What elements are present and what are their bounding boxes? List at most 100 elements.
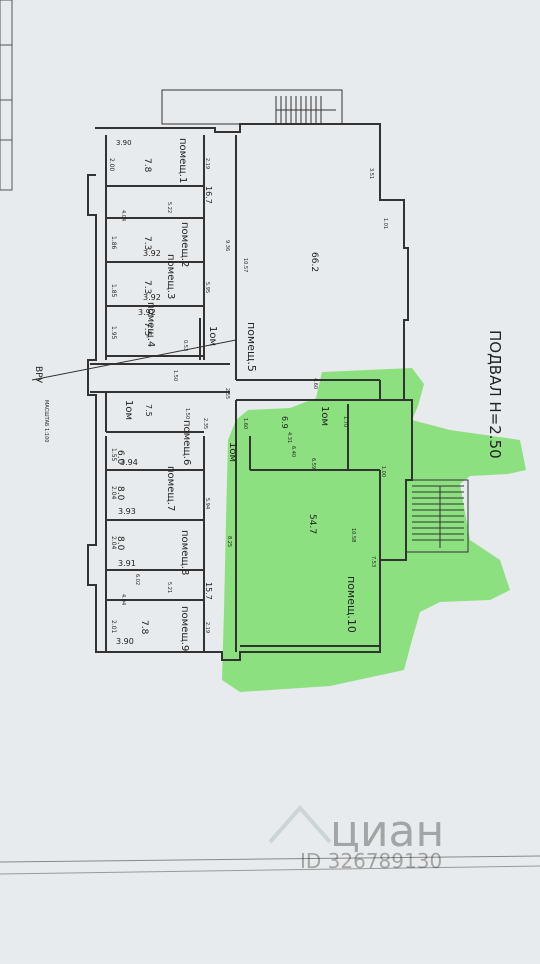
svg-text:3.90: 3.90 <box>116 637 134 646</box>
svg-text:7.5: 7.5 <box>142 322 152 336</box>
svg-text:3.92: 3.92 <box>138 308 156 317</box>
cian-logo-icon <box>268 804 332 844</box>
frame-marks <box>0 0 540 875</box>
svg-text:2.04: 2.04 <box>110 486 117 500</box>
svg-text:2.00: 2.00 <box>108 158 115 172</box>
svg-text:помещ.9: помещ.9 <box>179 606 190 651</box>
svg-text:2.04: 2.04 <box>110 536 117 550</box>
svg-text:циан: циан <box>330 806 444 857</box>
svg-text:1ом: 1ом <box>319 406 330 426</box>
vru-leader <box>31 339 237 381</box>
stairs-top-icon <box>161 89 343 125</box>
room-7: помещ.7 8.0 3.93 2.04 <box>110 466 176 516</box>
svg-text:1.86: 1.86 <box>110 236 117 250</box>
svg-text:помещ.4: помещ.4 <box>145 302 156 347</box>
svg-text:8.0: 8.0 <box>115 536 125 551</box>
svg-text:3.51: 3.51 <box>368 168 374 179</box>
plan-title: ПОДВАЛ Н=2.50 <box>486 330 504 459</box>
svg-text:7.8: 7.8 <box>139 620 149 635</box>
svg-text:помещ.6: помещ.6 <box>181 420 192 465</box>
svg-text:0.53: 0.53 <box>182 340 188 351</box>
svg-text:6.0: 6.0 <box>115 450 125 465</box>
svg-text:5.95: 5.95 <box>204 282 210 293</box>
room-9: помещ.9 7.8 3.90 2.01 <box>110 606 190 651</box>
svg-text:8.0: 8.0 <box>115 486 125 501</box>
svg-text:помещ.8: помещ.8 <box>179 530 190 575</box>
svg-text:4.60: 4.60 <box>312 378 318 389</box>
svg-text:4.31: 4.31 <box>286 432 292 443</box>
svg-text:2.19: 2.19 <box>204 622 210 633</box>
svg-text:помещ.1: помещ.1 <box>177 138 188 183</box>
svg-text:3.92: 3.92 <box>143 293 161 302</box>
room-10: помещ.10 54.7 <box>307 514 358 633</box>
stairs-right-icon <box>405 479 469 553</box>
svg-text:2.01: 2.01 <box>110 620 117 634</box>
svg-text:5.22: 5.22 <box>166 202 172 213</box>
walls <box>87 123 413 661</box>
svg-text:4.04: 4.04 <box>120 210 126 221</box>
cian-watermark: циан ID 326789130 <box>268 804 444 873</box>
svg-text:5.21: 5.21 <box>166 582 172 593</box>
svg-text:1.60: 1.60 <box>242 418 248 429</box>
svg-text:3.93: 3.93 <box>118 507 136 516</box>
room-8: помещ.8 8.0 3.91 2.04 <box>110 530 190 575</box>
svg-text:1.50: 1.50 <box>172 370 178 381</box>
svg-text:6.02: 6.02 <box>134 574 140 585</box>
svg-text:8.25: 8.25 <box>226 536 232 547</box>
svg-text:6.9: 6.9 <box>280 416 289 429</box>
svg-text:7.8: 7.8 <box>142 158 152 173</box>
svg-text:3.91: 3.91 <box>118 559 136 568</box>
svg-text:1ом: 1ом <box>227 442 238 462</box>
svg-text:2.19: 2.19 <box>204 158 210 169</box>
svg-text:10.58: 10.58 <box>350 528 356 542</box>
svg-text:7.53: 7.53 <box>370 556 376 567</box>
svg-text:2.55: 2.55 <box>224 388 230 399</box>
svg-text:1.85: 1.85 <box>110 284 117 298</box>
svg-text:помещ.5: помещ.5 <box>245 322 258 372</box>
svg-text:помещ.10: помещ.10 <box>345 576 358 633</box>
svg-text:1.50: 1.50 <box>184 408 190 419</box>
svg-text:54.7: 54.7 <box>307 514 317 534</box>
room-2: помещ.2 7.3 3.92 1.86 <box>110 222 190 267</box>
svg-text:2.35: 2.35 <box>202 418 208 429</box>
svg-text:помещ.3: помещ.3 <box>165 254 176 299</box>
svg-text:помещ.2: помещ.2 <box>179 222 190 267</box>
svg-text:ID 326789130: ID 326789130 <box>300 849 442 873</box>
svg-text:10.57: 10.57 <box>242 258 248 272</box>
scale-note: МАСШТАБ 1:100 <box>43 400 49 442</box>
svg-text:1.70: 1.70 <box>342 416 348 427</box>
svg-text:1.95: 1.95 <box>110 326 117 340</box>
svg-text:66.2: 66.2 <box>309 252 319 272</box>
svg-text:1.55: 1.55 <box>110 448 117 462</box>
svg-text:15.7: 15.7 <box>204 582 213 600</box>
room-6: помещ.6 6.0 3.94 1.55 <box>110 420 192 467</box>
svg-text:6.40: 6.40 <box>290 446 296 457</box>
vru-label: ВРУ <box>33 366 43 384</box>
svg-text:1ом: 1ом <box>123 400 134 420</box>
highlight-area <box>222 368 526 692</box>
svg-text:6.59: 6.59 <box>310 458 316 469</box>
room-1: помещ.1 7.8 3.90 2.00 <box>108 138 188 183</box>
svg-text:помещ.7: помещ.7 <box>165 466 176 511</box>
room-5: помещ.5 66.2 <box>245 252 319 372</box>
dimension-labels: 5.22 4.04 9.36 5.95 10.57 3.51 1.01 4.60… <box>120 158 388 633</box>
room-labels: помещ.1 7.8 3.90 2.00 помещ.2 7.3 3.92 1… <box>108 138 358 651</box>
svg-text:3.90: 3.90 <box>116 139 132 147</box>
svg-text:3.92: 3.92 <box>143 249 161 258</box>
svg-text:5.94: 5.94 <box>204 498 210 509</box>
svg-text:16.7: 16.7 <box>204 186 213 204</box>
svg-text:9.36: 9.36 <box>224 240 230 251</box>
svg-text:1.00: 1.00 <box>380 466 386 477</box>
svg-text:7.3: 7.3 <box>142 236 152 250</box>
room-4: помещ.4 7.5 3.92 1.95 <box>110 302 156 347</box>
svg-text:7.3: 7.3 <box>142 280 152 294</box>
corridor-labels: 16.7 7.5 6.9 15.7 1ом 1ом 1ом 1ом <box>123 186 330 600</box>
svg-text:1ом: 1ом <box>207 326 218 346</box>
room-3: помещ.3 7.3 3.92 1.85 <box>110 254 176 302</box>
svg-text:3.94: 3.94 <box>120 458 138 467</box>
svg-text:1.01: 1.01 <box>382 218 388 229</box>
svg-text:4.04: 4.04 <box>120 594 126 605</box>
svg-text:7.5: 7.5 <box>144 404 153 417</box>
